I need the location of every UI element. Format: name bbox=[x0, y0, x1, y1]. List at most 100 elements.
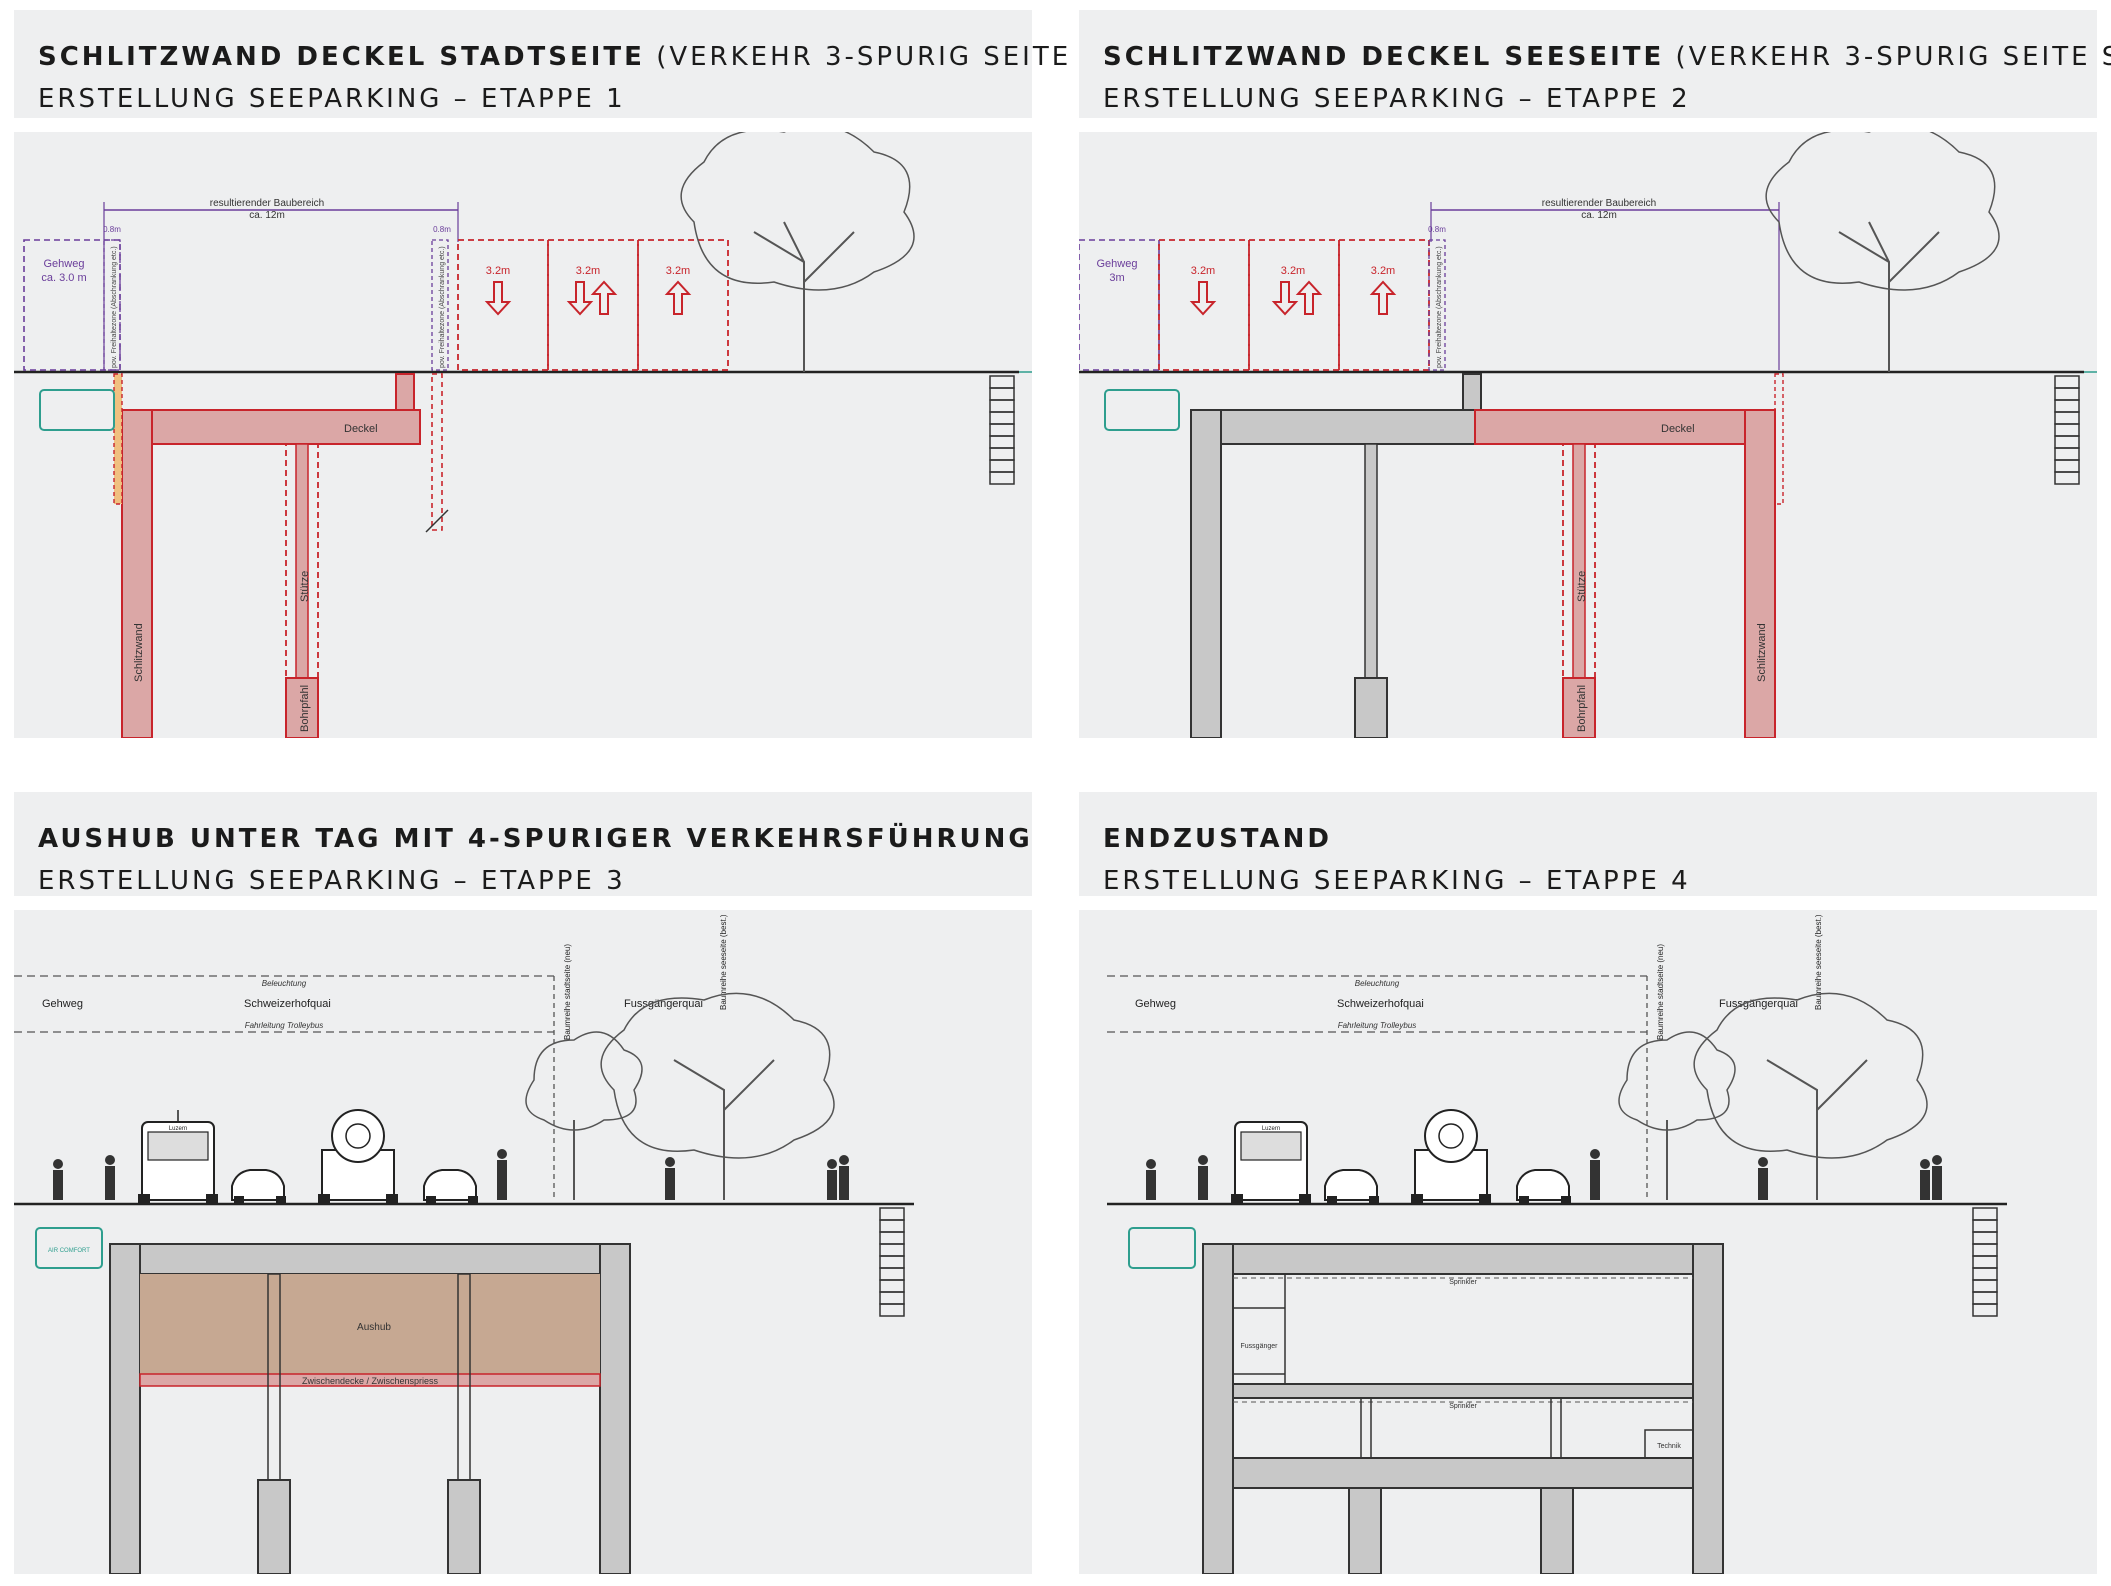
stuetze bbox=[1572, 443, 1586, 738]
bohrpfahl-1 bbox=[1348, 1487, 1382, 1574]
lane-3-width: 3.2m bbox=[1371, 265, 1395, 277]
stuetze-1 bbox=[1360, 1397, 1372, 1459]
baumreihe-best-label: Baumreihe seeseite (best.) bbox=[1814, 914, 1823, 1010]
pile-left bbox=[113, 373, 123, 505]
car-icon bbox=[231, 1169, 286, 1204]
left-wall bbox=[1202, 1243, 1234, 1574]
bohrpfahl-label: Bohrpfahl bbox=[299, 685, 311, 732]
lane-1-width: 3.2m bbox=[1191, 265, 1215, 277]
tree-icon-small bbox=[1618, 1031, 1736, 1200]
utility-box-icon bbox=[39, 389, 115, 431]
bohrpfahl-2 bbox=[447, 1479, 481, 1574]
panel-3-header: AUSHUB UNTER TAG MIT 4-SPURIGER VERKEHRS… bbox=[14, 792, 1032, 896]
tree-icon-large bbox=[600, 992, 835, 1200]
bohrpfahl bbox=[285, 677, 319, 738]
tree-icon bbox=[680, 132, 915, 372]
utility-box-icon bbox=[35, 1227, 103, 1269]
baubereich-width: ca. 12m bbox=[1581, 210, 1617, 221]
sprinkler-label-2: Sprinkler bbox=[1449, 1403, 1477, 1410]
bohrpfahl-2 bbox=[1540, 1487, 1574, 1574]
bohrpfahl-existing bbox=[1354, 677, 1388, 738]
deckel-label: Deckel bbox=[344, 423, 378, 435]
schlitzwand-existing bbox=[1190, 409, 1222, 738]
gehweg-width: 3m bbox=[1109, 272, 1124, 284]
freihaltezone-label-right: pov. Freihaltezone (Abschrankung etc.) bbox=[439, 246, 446, 368]
bus-sign: Luzern bbox=[1262, 1126, 1280, 1132]
panel-4-header: ENDZUSTAND ERSTELLUNG SEEPARKING – ETAPP… bbox=[1079, 792, 2097, 896]
dim-left: 0.8m bbox=[103, 225, 121, 234]
freihaltezone-label-left: pov. Freihaltezone (Abschrankung etc.) bbox=[111, 246, 118, 368]
panel-2-title-note: (VERKEHR 3-SPURIG SEITE STADT) bbox=[1675, 42, 2111, 72]
panel-1-drawing: Gehweg ca. 3.0 m 0.8m 0.8m pov. Freihalt… bbox=[14, 132, 1032, 738]
deckel bbox=[135, 409, 421, 445]
bodenplatte bbox=[1232, 1457, 1694, 1489]
deckel-existing bbox=[1190, 409, 1476, 445]
bohrpfahl bbox=[1562, 677, 1596, 738]
deckel-label: Deckel bbox=[1661, 423, 1695, 435]
panel-1-section-svg: Gehweg ca. 3.0 m 0.8m 0.8m pov. Freihalt… bbox=[14, 132, 1032, 738]
dim-right: 0.8m bbox=[433, 225, 451, 234]
car-icon bbox=[1324, 1169, 1379, 1204]
stuetze-existing bbox=[1364, 443, 1378, 738]
panel-2-section-svg: Gehweg 3m 3.2m 3.2m 3.2m 0.8m pov. Freih… bbox=[1079, 132, 2097, 738]
utility-box-icon bbox=[1104, 389, 1180, 431]
baumreihe-best-label: Baumreihe seeseite (best.) bbox=[719, 914, 728, 1010]
quay-wall bbox=[879, 1207, 905, 1317]
utility-box-icon bbox=[1128, 1227, 1196, 1269]
quay-wall bbox=[2054, 375, 2080, 485]
gehweg-width: ca. 3.0 m bbox=[41, 272, 86, 284]
baumreihe-neu-label: Baumreihe stadtseite (neu) bbox=[563, 944, 572, 1040]
panel-4-subtitle: ERSTELLUNG SEEPARKING – ETAPPE 4 bbox=[1103, 866, 1691, 896]
stuetze-2 bbox=[1550, 1397, 1562, 1459]
gehweg-label: Gehweg bbox=[42, 998, 83, 1010]
stuetze-2 bbox=[457, 1273, 471, 1574]
zwischendecke bbox=[1232, 1383, 1694, 1399]
panel-1-header: SCHLITZWAND DECKEL STADTSEITE (VERKEHR 3… bbox=[14, 10, 1151, 118]
pile-right bbox=[431, 373, 443, 531]
panel-3-title: AUSHUB UNTER TAG MIT 4-SPURIGER VERKEHRS… bbox=[38, 824, 1033, 854]
baubereich-width: ca. 12m bbox=[249, 210, 285, 221]
deckel-support bbox=[1462, 373, 1482, 411]
dim-side: 0.8m bbox=[1428, 225, 1446, 234]
gehweg-label: Gehweg bbox=[44, 258, 85, 270]
right-wall bbox=[599, 1243, 631, 1574]
freihaltezone-right bbox=[431, 239, 449, 371]
fahrleitung-label: Fahrleitung Trolleybus bbox=[245, 1021, 324, 1030]
fahrleitung-label: Fahrleitung Trolleybus bbox=[1338, 1021, 1417, 1030]
lane-arrows bbox=[484, 280, 692, 316]
deckel-support bbox=[395, 373, 415, 411]
schlitzwand bbox=[121, 409, 153, 738]
gehweg-label: Gehweg bbox=[1097, 258, 1138, 270]
panel-4-title: ENDZUSTAND bbox=[1103, 824, 1332, 854]
technik-label: Technik bbox=[1657, 1443, 1681, 1450]
aushub-label: Aushub bbox=[357, 1322, 391, 1333]
panel-3-section-svg: Beleuchtung Fahrleitung Trolleybus Gehwe… bbox=[14, 914, 914, 1574]
zwischendecke-label: Zwischendecke / Zwischenspriess bbox=[302, 1376, 439, 1386]
stuetze bbox=[295, 443, 309, 738]
bus-icon bbox=[138, 1110, 218, 1204]
panel-3-drawing: Beleuchtung Fahrleitung Trolleybus Gehwe… bbox=[14, 910, 1032, 1574]
tanker-truck-icon bbox=[1411, 1109, 1491, 1204]
schlitzwand-label: Schlitzwand bbox=[133, 623, 145, 682]
stuetze-label: Stütze bbox=[1576, 571, 1588, 602]
panel-1-title-note: (VERKEHR 3-SPURIG SEITE SEE) bbox=[656, 42, 1154, 72]
lane-2-width: 3.2m bbox=[1281, 265, 1305, 277]
lane-2-width: 3.2m bbox=[576, 265, 600, 277]
schlitzwand bbox=[1744, 409, 1776, 738]
panel-1-title: SCHLITZWAND DECKEL STADTSEITE bbox=[38, 42, 645, 72]
sprinkler-label-1: Sprinkler bbox=[1449, 1279, 1477, 1286]
beleuchtung-label: Beleuchtung bbox=[262, 979, 307, 988]
panel-1-subtitle: ERSTELLUNG SEEPARKING – ETAPPE 1 bbox=[38, 84, 626, 114]
tree-icon-small bbox=[525, 1031, 643, 1200]
tree-icon-large bbox=[1693, 992, 1928, 1200]
traffic-lanes bbox=[457, 239, 729, 371]
beleuchtung-label: Beleuchtung bbox=[1355, 979, 1400, 988]
car-icon-2 bbox=[1516, 1169, 1571, 1204]
lane-arrows bbox=[1189, 280, 1397, 316]
utility-box-label: AIR COMFORT bbox=[48, 1248, 90, 1254]
stuetze-label: Stütze bbox=[299, 571, 311, 602]
baumreihe-neu-label: Baumreihe stadtseite (neu) bbox=[1656, 944, 1665, 1040]
gehweg-label: Gehweg bbox=[1135, 998, 1176, 1010]
pedestrian-icons bbox=[53, 1149, 849, 1200]
lane-1-width: 3.2m bbox=[486, 265, 510, 277]
